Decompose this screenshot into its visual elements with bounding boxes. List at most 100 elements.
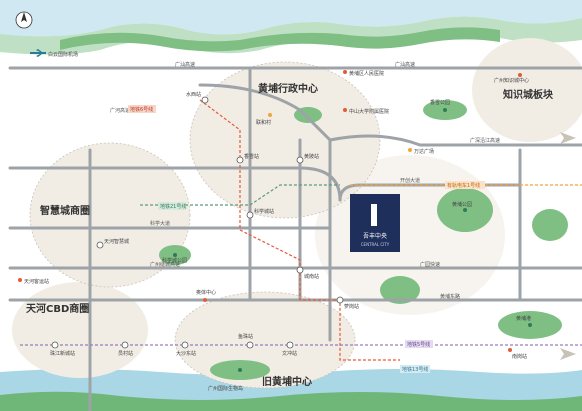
metro-red-dashed bbox=[199, 99, 400, 361]
arrow-right-icon bbox=[560, 132, 576, 144]
road-label-guangshen: 广深沿江高速 bbox=[470, 137, 500, 144]
station-marker bbox=[201, 96, 209, 104]
poi-xiangxue-park[interactable]: 香雪公园 bbox=[430, 99, 450, 112]
road-guangzhou-ring bbox=[198, 83, 332, 342]
poi-label: 天河客运站 bbox=[24, 278, 49, 285]
poi-dot-icon bbox=[343, 108, 347, 112]
station-yuancun[interactable]: 员村站 bbox=[118, 341, 133, 357]
poi-nangang[interactable]: 南岗站 bbox=[508, 348, 527, 360]
station-label: 文冲站 bbox=[282, 350, 297, 357]
metro-badge-line5: 地铁5号线 bbox=[407, 341, 430, 348]
tree-icon bbox=[443, 108, 447, 112]
project-name-cn: 吾丰中央 bbox=[363, 232, 387, 240]
station-marker bbox=[121, 341, 129, 349]
station-kexuecheng[interactable]: 科学城站 bbox=[246, 208, 274, 219]
poi-label: 南岗站 bbox=[512, 353, 527, 360]
station-zhujiang[interactable]: 珠江新城站 bbox=[50, 341, 75, 357]
north-arrow-icon bbox=[21, 12, 27, 22]
station-marker bbox=[246, 211, 254, 219]
station-tianhe-zhihui[interactable]: 天河智慧城 bbox=[96, 238, 129, 249]
poi-dot-icon bbox=[203, 298, 207, 302]
station-label: 水西站 bbox=[186, 91, 201, 98]
label-zhihui: 智慧城商圈 bbox=[40, 204, 90, 217]
poi-olympic[interactable]: 奥体中心 bbox=[196, 289, 216, 302]
tree-icon bbox=[463, 208, 467, 212]
station-chengnan[interactable]: 城南站 bbox=[296, 266, 319, 280]
poi-dot-icon bbox=[408, 148, 412, 152]
poi-label: 黄埔公园 bbox=[452, 201, 472, 208]
station-huangpo[interactable]: 黄陂站 bbox=[296, 153, 319, 164]
station-marker bbox=[51, 341, 59, 349]
station-marker bbox=[286, 341, 294, 349]
metro-badge-line13-bg bbox=[400, 365, 430, 373]
pois: 白云国际机场 广州知识城中心 黄埔区人民医院 中山大学附属医院 联和村 万达广场… bbox=[18, 49, 532, 392]
station-luogang[interactable]: 萝岗站 bbox=[336, 296, 359, 310]
station-label: 大沙东站 bbox=[176, 350, 196, 357]
zone-old-huangpu-outline bbox=[174, 291, 356, 389]
poi-sysu[interactable]: 中山大学附属医院 bbox=[343, 108, 389, 115]
poi-tianhe-bus[interactable]: 天河客运站 bbox=[18, 278, 49, 285]
poi-label: 奥体中心 bbox=[196, 289, 216, 296]
station-shuixi[interactable]: 水西站 bbox=[186, 91, 209, 104]
station-wenchong[interactable]: 文冲站 bbox=[282, 341, 297, 357]
park-3 bbox=[380, 276, 420, 304]
compass bbox=[15, 11, 33, 29]
plane-icon bbox=[30, 49, 46, 57]
poi-bioisland[interactable]: 广州国际生物岛 bbox=[208, 368, 243, 392]
label-old-huangpu: 旧黄埔中心 bbox=[262, 375, 312, 388]
poi-label: 科学城公园 bbox=[162, 257, 187, 264]
tree-icon bbox=[528, 323, 532, 327]
station-label: 科学城站 bbox=[254, 208, 274, 215]
poi-huangpu-hospital[interactable]: 黄埔区人民医院 bbox=[343, 70, 384, 77]
poi-dot-icon bbox=[268, 113, 272, 117]
poi-label: 香雪公园 bbox=[430, 99, 450, 106]
metro-badge-line21: 地铁21号线 bbox=[160, 203, 186, 210]
poi-label: 黄埔区人民医院 bbox=[349, 70, 384, 77]
station-yuzhu[interactable]: 鱼珠站 bbox=[238, 333, 254, 349]
tree-icon bbox=[238, 368, 242, 372]
station-dasha[interactable]: 大沙东站 bbox=[176, 341, 196, 357]
poi-zsc-center[interactable]: 广州知识城中心 bbox=[494, 73, 529, 84]
poi-dot-icon bbox=[508, 348, 512, 352]
road-label-kexue: 科学大道 bbox=[150, 220, 170, 227]
poi-port[interactable]: 黄埔港 bbox=[516, 315, 532, 327]
station-marker bbox=[96, 241, 104, 249]
metro-labels: 地铁6号线 地铁21号线 地铁5号线 地铁13号线 有轨电车1号线 bbox=[128, 105, 485, 373]
poi-label: 黄埔港 bbox=[516, 315, 531, 322]
label-tianhe-cbd: 天河CBD商圈 bbox=[26, 302, 89, 315]
park-8 bbox=[532, 209, 568, 241]
station-label: 天河智慧城 bbox=[104, 238, 129, 245]
tree-icon bbox=[173, 253, 177, 257]
poi-kxc-park[interactable]: 科学城公园 bbox=[162, 253, 187, 264]
south-green bbox=[0, 391, 582, 411]
poi-lianhe[interactable]: 联和村 bbox=[256, 113, 272, 126]
project-name-en: CENTRAL CITY bbox=[361, 242, 390, 247]
station-label: 员村站 bbox=[118, 350, 133, 357]
road-outer-ring bbox=[328, 134, 582, 147]
poi-huangpu-park[interactable]: 黄埔公园 bbox=[452, 201, 472, 212]
poi-dot-icon bbox=[518, 73, 522, 77]
poi-dot-icon bbox=[18, 278, 22, 282]
metro-badge-line6-bg bbox=[128, 105, 156, 113]
metro-badge-line21-bg bbox=[158, 202, 186, 210]
station-marker bbox=[246, 341, 254, 349]
station-label: 珠江新城站 bbox=[50, 350, 75, 357]
metro-line21 bbox=[140, 184, 340, 206]
road-label-kaichuang: 开创大道 bbox=[400, 177, 420, 184]
zone-tianhe-cbd bbox=[12, 282, 148, 378]
road-label-huangpu-ave: 黄埔东路 bbox=[440, 293, 460, 300]
poi-dot-icon bbox=[343, 70, 347, 74]
poi-label: 中山大学附属医院 bbox=[349, 108, 389, 115]
north-water bbox=[0, 0, 582, 37]
project-logo-bar bbox=[371, 204, 377, 226]
zone-zhishicheng bbox=[472, 38, 582, 142]
poi-baiyun[interactable]: 白云国际机场 bbox=[30, 49, 78, 58]
road-label-guangyuan: 广园快速 bbox=[420, 261, 440, 268]
station-label: 香雪站 bbox=[244, 153, 259, 160]
road-label-guangzhou-rq: 广州绕城高速 bbox=[150, 261, 180, 268]
road-label-guangshan-e: 广汕高速 bbox=[395, 61, 415, 68]
station-xiangxue[interactable]: 香雪站 bbox=[236, 153, 259, 164]
label-huangpu-admin: 黄埔行政中心 bbox=[258, 82, 318, 95]
poi-wanda-plaza[interactable]: 万达广场 bbox=[408, 148, 434, 155]
